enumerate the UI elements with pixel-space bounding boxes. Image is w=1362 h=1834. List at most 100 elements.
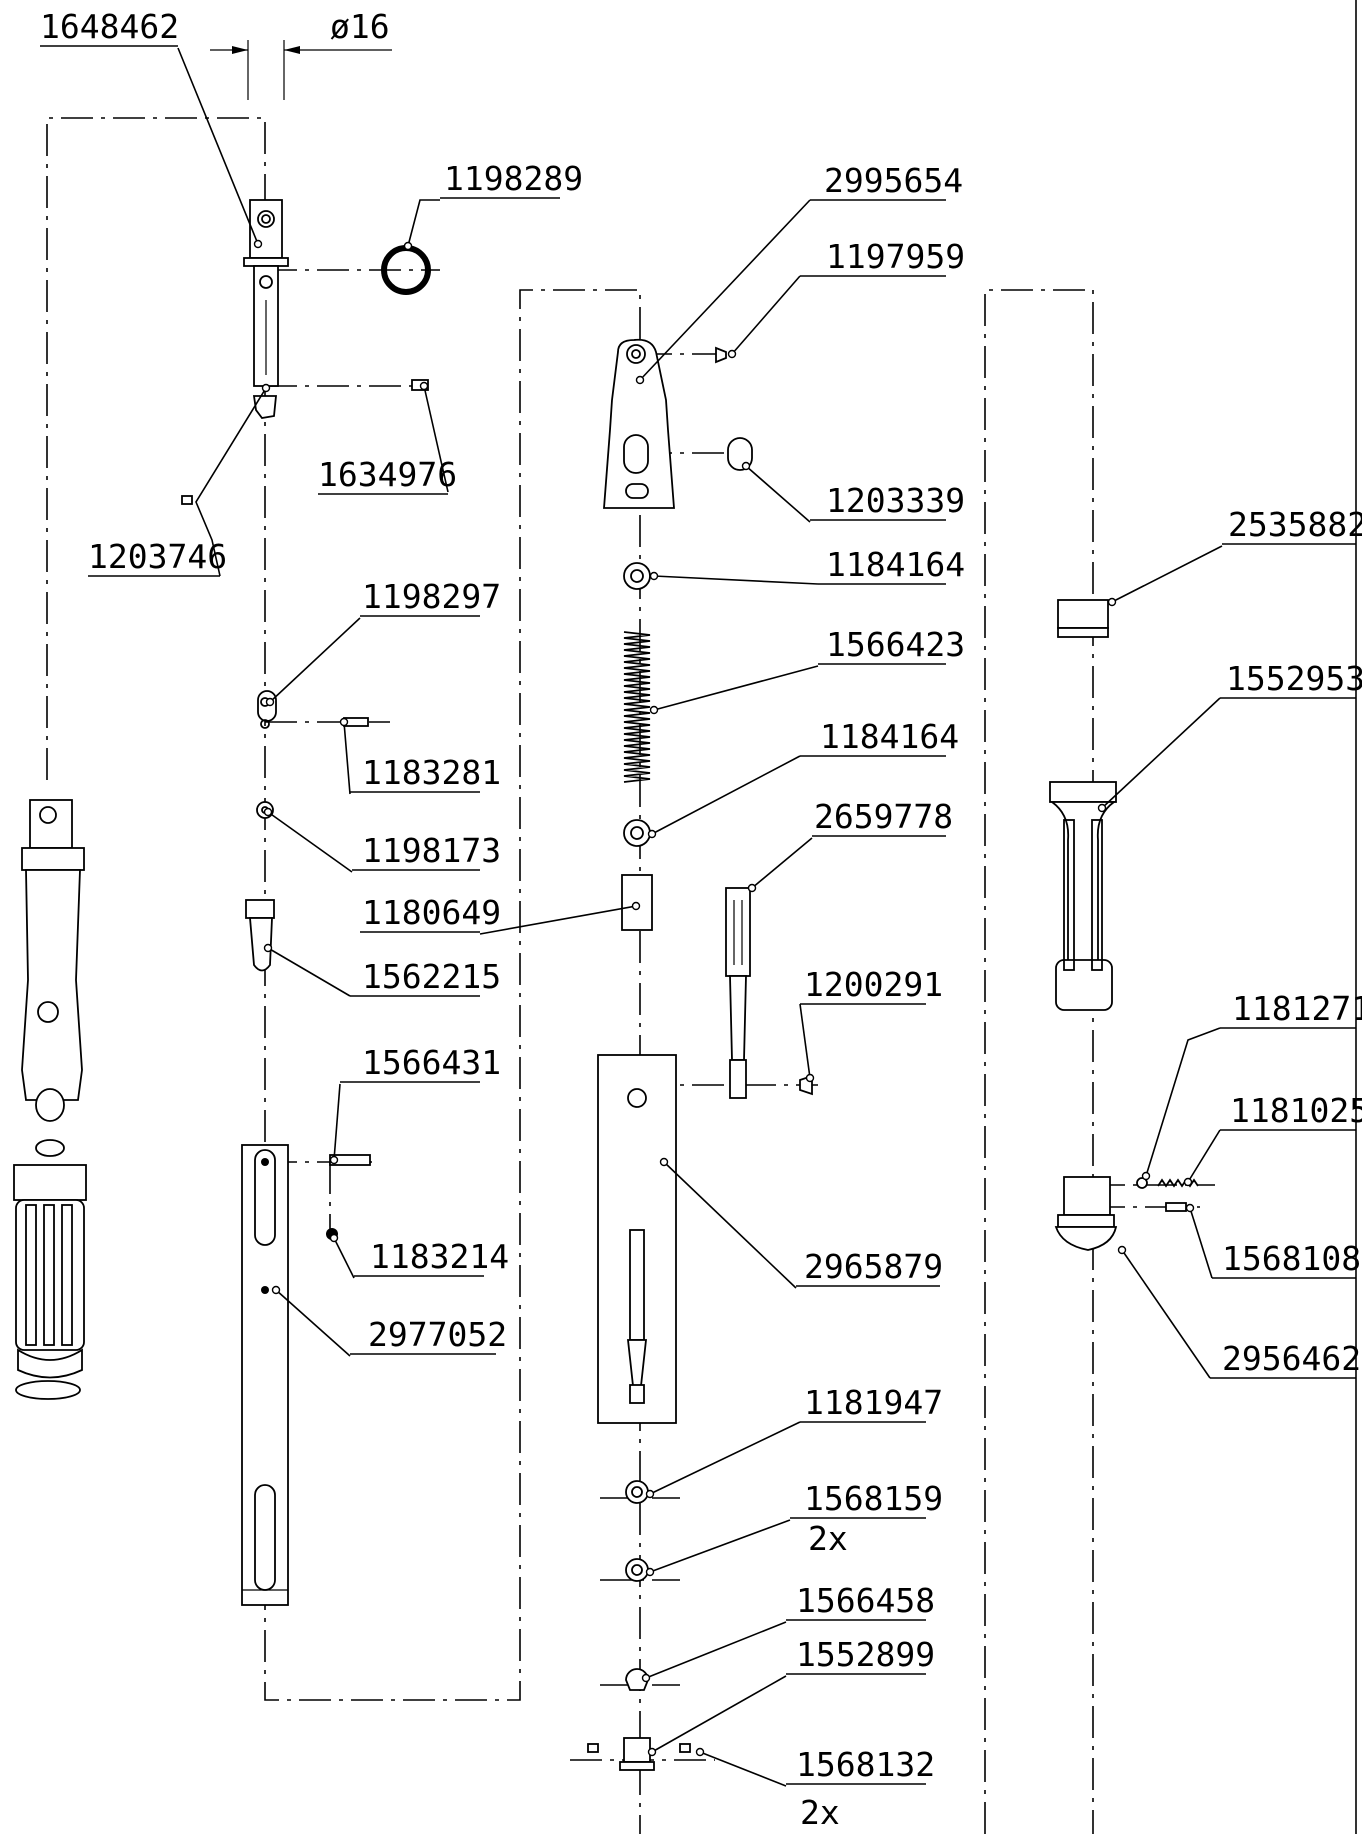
leader-dot — [631, 901, 641, 911]
part-number-label: 1181271 — [1232, 989, 1362, 1028]
callout-1634976: 1634976 — [318, 381, 457, 495]
part-1181947-washer — [625, 1480, 649, 1504]
leader-dot — [329, 1233, 339, 1243]
leader-dot — [641, 1673, 651, 1683]
callout-2659778: 2659778 — [747, 797, 953, 893]
callout-1198297: 1198297 — [265, 577, 501, 707]
part-number-label: 1183281 — [362, 753, 501, 792]
callout-2965879: 2965879 — [659, 1157, 943, 1289]
part-1552953-handle — [1049, 781, 1117, 1011]
part-1566423-spring — [623, 631, 651, 783]
part-2659778-scale — [725, 887, 751, 1099]
callout-1180649: 1180649 — [360, 893, 641, 935]
part-number-label: 1568159 — [804, 1479, 943, 1518]
callout-1184164a: 1184164 — [649, 545, 965, 585]
leader-dot — [1141, 1171, 1151, 1181]
leader-dot — [727, 349, 737, 359]
part-number-label: 1552899 — [796, 1635, 935, 1674]
callout-2956462: 2956462 — [1117, 1245, 1361, 1379]
leader-dot — [419, 381, 429, 391]
part-1568159-washer — [625, 1558, 649, 1582]
part-number-label: 1203339 — [826, 481, 965, 520]
leader-dot — [263, 943, 273, 953]
callout-1183281: 1183281 — [339, 717, 501, 795]
callout-1552899: 1552899 — [647, 1635, 935, 1757]
part-number-label: 2977052 — [368, 1315, 507, 1354]
leader-dot — [329, 1155, 339, 1165]
callout-1568132: 1568132 — [695, 1745, 935, 1787]
callout-1568159: 1568159 — [645, 1479, 943, 1577]
part-number-label: 1200291 — [804, 965, 943, 1004]
diameter-dimension: ø16 — [210, 7, 392, 100]
part-number-label: 1566431 — [362, 1043, 501, 1082]
leader-dot — [265, 697, 275, 707]
quantity-label: 2x — [808, 1519, 848, 1558]
part-1648462-adapter — [243, 199, 289, 419]
leader-dot — [261, 383, 271, 393]
part-number-label: 1568132 — [796, 1745, 935, 1784]
part-number-label: 1198297 — [362, 577, 501, 616]
part-number-label: 1183214 — [370, 1237, 509, 1276]
part-number-label: 1568108 — [1222, 1239, 1361, 1278]
part-1552899-head — [619, 1737, 655, 1771]
part-number-label: 1181947 — [804, 1383, 943, 1422]
part-2956462-knob — [1054, 1176, 1118, 1251]
leader-dot — [263, 807, 273, 817]
part-number-label: 1198173 — [362, 831, 501, 870]
part-1568108-pin — [1165, 1202, 1187, 1212]
part-1568132-pins — [587, 1743, 691, 1753]
callout-1184164b: 1184164 — [647, 717, 959, 839]
callout-1198289: 1198289 — [403, 159, 583, 251]
callout-1200291: 1200291 — [799, 965, 943, 1083]
assembled-torque-wrench — [13, 799, 87, 1400]
part-1197959-screw — [715, 346, 727, 364]
part-1181271-ball — [1136, 1177, 1148, 1189]
part-number-label: 1184164 — [820, 717, 959, 756]
part-number-label: 1634976 — [318, 455, 457, 494]
callout-1198173: 1198173 — [263, 807, 501, 873]
part-number-label: 2965879 — [804, 1247, 943, 1286]
leader-dot — [647, 829, 657, 839]
part-1203746-ball — [181, 495, 193, 505]
dimension-label: ø16 — [330, 7, 390, 46]
part-number-label: 1184164 — [826, 545, 965, 584]
leader-dot — [695, 1747, 705, 1757]
callout-1181025: 1181025 — [1183, 1091, 1362, 1187]
leader-dot — [645, 1489, 655, 1499]
callout-1181947: 1181947 — [645, 1383, 943, 1499]
callout-1568108: 1568108 — [1185, 1203, 1361, 1279]
part-1562215-plunger — [245, 899, 275, 972]
part-number-label: 1198289 — [444, 159, 583, 198]
callout-2977052: 2977052 — [271, 1285, 507, 1357]
callout-1566423: 1566423 — [649, 625, 965, 715]
part-number-label: 2956462 — [1222, 1339, 1361, 1378]
leader-dot — [271, 1285, 281, 1295]
leader-dot — [747, 883, 757, 893]
leader-dot — [647, 1747, 657, 1757]
leader-dot — [1117, 1245, 1127, 1255]
leader-dot — [1183, 1177, 1193, 1187]
leader-dot — [649, 705, 659, 715]
part-number-label: 1552953 — [1226, 659, 1362, 698]
leader-dot — [1185, 1203, 1195, 1213]
part-number-label: 1197959 — [826, 237, 965, 276]
callout-1648462: 1648462 — [40, 7, 263, 249]
leader-dot — [339, 717, 349, 727]
callout-2995654: 2995654 — [635, 161, 963, 385]
callout-2535882: 2535882 — [1107, 505, 1362, 607]
part-number-label: 1648462 — [40, 7, 179, 46]
part-number-label: 2535882 — [1228, 505, 1362, 544]
leader-dot — [1097, 803, 1107, 813]
callout-1181271: 1181271 — [1141, 989, 1362, 1181]
leader-dot — [645, 1567, 655, 1577]
callout-1203746: 1203746 — [88, 383, 271, 577]
part-number-label: 1181025 — [1230, 1091, 1362, 1130]
callout-1197959: 1197959 — [727, 237, 965, 359]
leader-dot — [635, 375, 645, 385]
callout-1562215: 1562215 — [263, 943, 501, 997]
callout-1552953: 1552953 — [1097, 659, 1362, 813]
leader-dot — [1107, 597, 1117, 607]
part-2977052-tube — [241, 1144, 289, 1606]
part-number-label: 1562215 — [362, 957, 501, 996]
